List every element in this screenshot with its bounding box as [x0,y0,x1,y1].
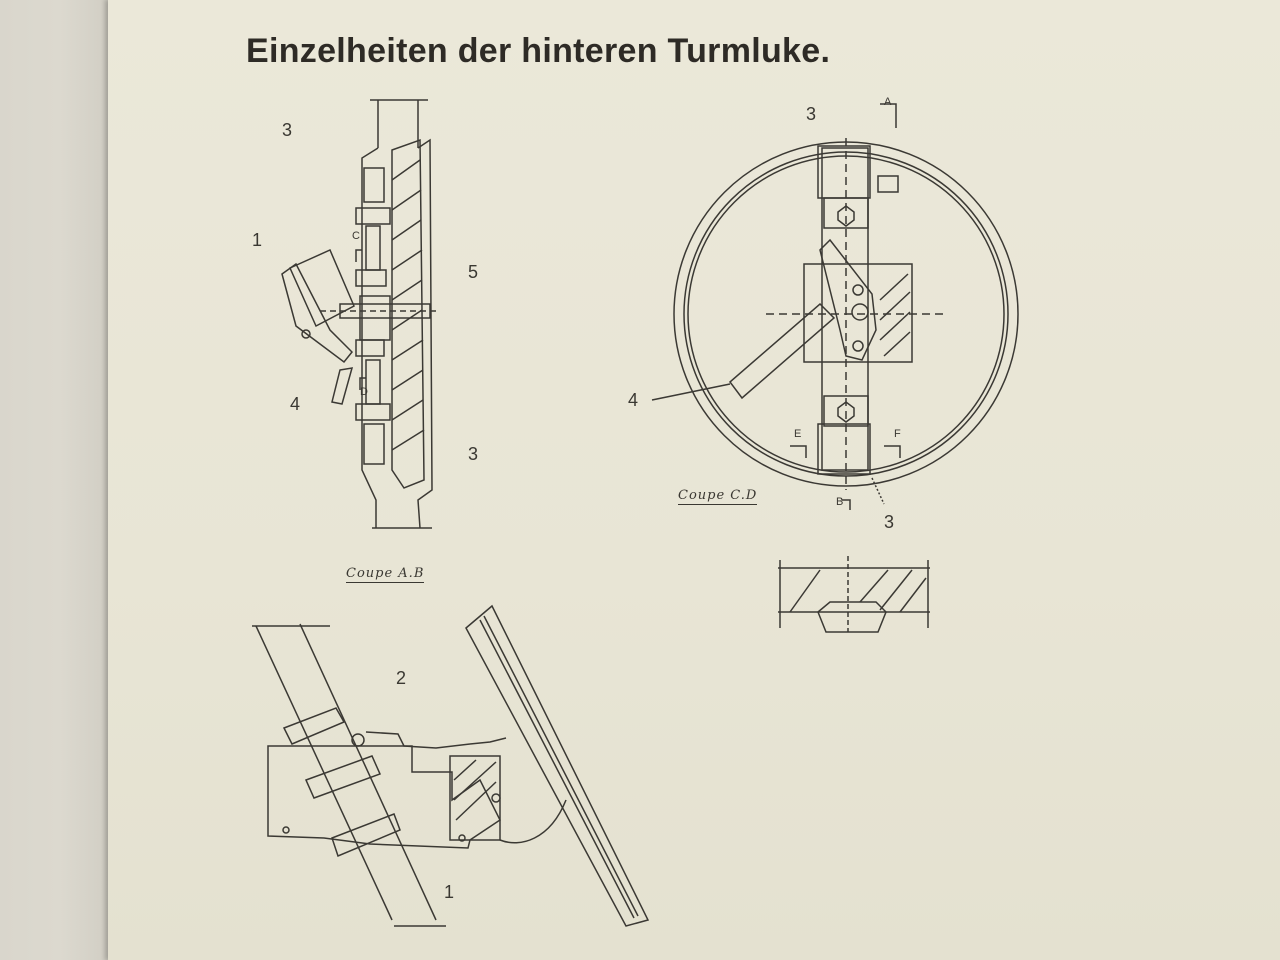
section-mark-e: E [794,428,802,440]
section-mark-c: C [352,230,360,242]
callout-ab-3-top: 3 [282,120,293,140]
section-ab-drawing [281,99,440,529]
callout-ab-4: 4 [290,394,301,414]
page [108,0,1280,960]
callout-cd-3-top: 3 [806,104,817,124]
caption-coupe-ab: Coupe A.B [346,566,425,583]
side-detail-drawing [252,604,650,927]
profile-detail-drawing [778,556,930,633]
callout-detail-2: 2 [396,668,407,688]
section-mark-d: D [360,386,368,398]
section-mark-b: B [836,496,844,508]
section-mark-f: F [894,428,901,440]
page-title: Einzelheiten der hinteren Turmluke. [246,32,831,70]
callout-ab-3-bottom: 3 [468,444,479,464]
caption-coupe-cd: Coupe C.D [678,488,758,505]
section-mark-a: A [884,96,892,108]
callout-ab-1: 1 [252,230,263,250]
callout-ab-5: 5 [468,262,479,282]
section-cd-drawing [651,103,1019,510]
callout-detail-1: 1 [444,882,455,902]
callout-cd-3-bottom: 3 [884,512,895,532]
callout-cd-4: 4 [628,390,639,410]
